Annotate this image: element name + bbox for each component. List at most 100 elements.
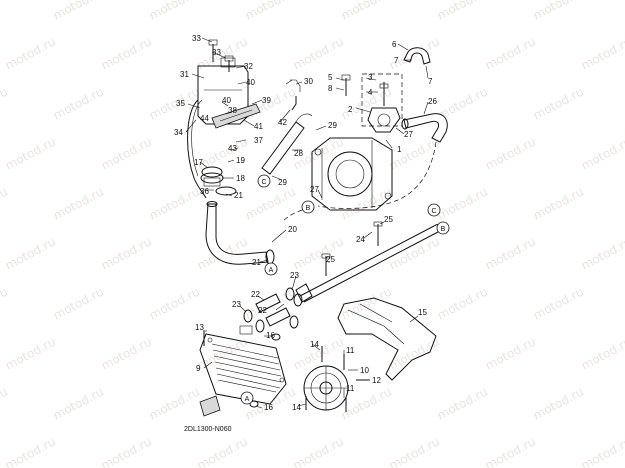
part-label: 34 bbox=[174, 128, 183, 137]
warning-label bbox=[199, 395, 221, 417]
part-label: 16 bbox=[264, 403, 273, 412]
watermark-text: motod.ru bbox=[435, 0, 490, 23]
watermark-text: motod.ru bbox=[99, 434, 154, 468]
watermark-text: motod.ru bbox=[195, 434, 250, 468]
part-label: 3 bbox=[368, 73, 373, 82]
radiator-hose-22a bbox=[255, 293, 281, 313]
callout-b-1: B bbox=[301, 200, 315, 214]
part-label: 44 bbox=[200, 114, 209, 123]
watermark-text: motod.ru bbox=[435, 184, 490, 222]
watermark-text: motod.ru bbox=[531, 284, 586, 322]
part-label: 42 bbox=[278, 118, 287, 127]
part-label: 2 bbox=[348, 105, 353, 114]
part-label: 13 bbox=[195, 323, 204, 332]
watermark-text: motod.ru bbox=[147, 384, 202, 422]
callout-b-2: B bbox=[436, 221, 450, 235]
part-label: 8 bbox=[328, 84, 333, 93]
watermark-text: motod.ru bbox=[483, 234, 538, 272]
part-label: 22 bbox=[258, 306, 267, 315]
part-label: 37 bbox=[254, 136, 263, 145]
part-label: 5 bbox=[328, 73, 333, 82]
watermark-text: motod.ru bbox=[99, 334, 154, 372]
callout-c-1: C bbox=[257, 174, 271, 188]
part-label: 17 bbox=[194, 158, 203, 167]
part-label: 40 bbox=[222, 96, 231, 105]
callout-a-1: A bbox=[264, 262, 278, 276]
part-label: 1 bbox=[397, 145, 402, 154]
watermark-text: motod.ru bbox=[531, 84, 586, 122]
watermark-text: motod.ru bbox=[99, 234, 154, 272]
watermark-text: motod.ru bbox=[147, 0, 202, 23]
watermark-text: motod.ru bbox=[195, 134, 250, 172]
water-hose-28 bbox=[261, 121, 305, 175]
watermark-text: motod.ru bbox=[387, 234, 442, 272]
thermostat-housing bbox=[367, 107, 401, 133]
watermark-text: motod.ru bbox=[51, 84, 106, 122]
parts-drawing bbox=[187, 39, 448, 417]
part-label: 43 bbox=[228, 144, 237, 153]
watermark-text: motod.ru bbox=[339, 0, 394, 23]
watermark-text: motod.ru bbox=[3, 34, 58, 72]
part-label: 27 bbox=[404, 130, 413, 139]
part-label: 10 bbox=[360, 366, 369, 375]
part-label: 41 bbox=[254, 122, 263, 131]
radiator-hose-22b bbox=[265, 307, 291, 327]
watermark-text: motod.ru bbox=[483, 134, 538, 172]
part-label: 11 bbox=[346, 384, 355, 393]
watermark-text: motod.ru bbox=[483, 34, 538, 72]
watermark-text: motod.ru bbox=[243, 184, 298, 222]
part-label: 27 bbox=[310, 185, 319, 194]
callout-label: B bbox=[306, 205, 311, 212]
diagram-code-caption: 2DL1300-N060 bbox=[184, 426, 232, 433]
part-label: 6 bbox=[392, 40, 397, 49]
watermark-text: motod.ru bbox=[51, 284, 106, 322]
leader-lines bbox=[185, 37, 429, 409]
watermark-text: motod.ru bbox=[99, 134, 154, 172]
engine-cylinder-head bbox=[311, 137, 393, 211]
part-label: 25 bbox=[326, 255, 335, 264]
part-label: 33 bbox=[212, 48, 221, 57]
watermark-text: motod.ru bbox=[579, 434, 625, 468]
part-label: 9 bbox=[196, 364, 201, 373]
part-label: 32 bbox=[244, 62, 253, 71]
watermark-text: motod.ru bbox=[291, 234, 346, 272]
part-label: 4 bbox=[368, 88, 373, 97]
watermark-text: motod.ru bbox=[291, 434, 346, 468]
return-line-c bbox=[317, 141, 437, 209]
watermark-text: motod.ru bbox=[0, 284, 10, 322]
part-label: 18 bbox=[236, 174, 245, 183]
watermark-text: motod.ru bbox=[3, 234, 58, 272]
watermark-text: motod.ru bbox=[0, 184, 10, 222]
part-label: 21 bbox=[252, 258, 261, 267]
part-label: 30 bbox=[304, 77, 313, 86]
callout-c-2: C bbox=[427, 203, 441, 217]
part-label: 23 bbox=[232, 300, 241, 309]
part-label: 22 bbox=[251, 290, 260, 299]
watermark-text: motod.ru bbox=[0, 384, 10, 422]
watermark-text: motod.ru bbox=[3, 334, 58, 372]
reservoir-cap bbox=[220, 57, 236, 68]
part-label: 26 bbox=[428, 97, 437, 106]
thermostat-group-box bbox=[361, 73, 403, 127]
pipe-24 bbox=[299, 225, 439, 303]
watermark-text: motod.ru bbox=[0, 0, 10, 23]
watermark-text: motod.ru bbox=[531, 184, 586, 222]
watermark-text: motod.ru bbox=[387, 334, 442, 372]
part-label: 40 bbox=[246, 78, 255, 87]
watermark-text: motod.ru bbox=[243, 0, 298, 23]
part-label: 7 bbox=[394, 56, 399, 65]
part-label: 31 bbox=[180, 70, 189, 79]
watermark-text: motod.ru bbox=[147, 284, 202, 322]
callout-label: B bbox=[441, 226, 446, 233]
watermark-text: motod.ru bbox=[387, 434, 442, 468]
watermark-text: motod.ru bbox=[0, 84, 10, 122]
callout-a-2: A bbox=[240, 391, 254, 405]
watermark-text: motod.ru bbox=[3, 134, 58, 172]
watermark-text: motod.ru bbox=[579, 234, 625, 272]
callout-label: A bbox=[269, 267, 274, 274]
part-label: 39 bbox=[262, 96, 271, 105]
part-label: 29 bbox=[278, 178, 287, 187]
